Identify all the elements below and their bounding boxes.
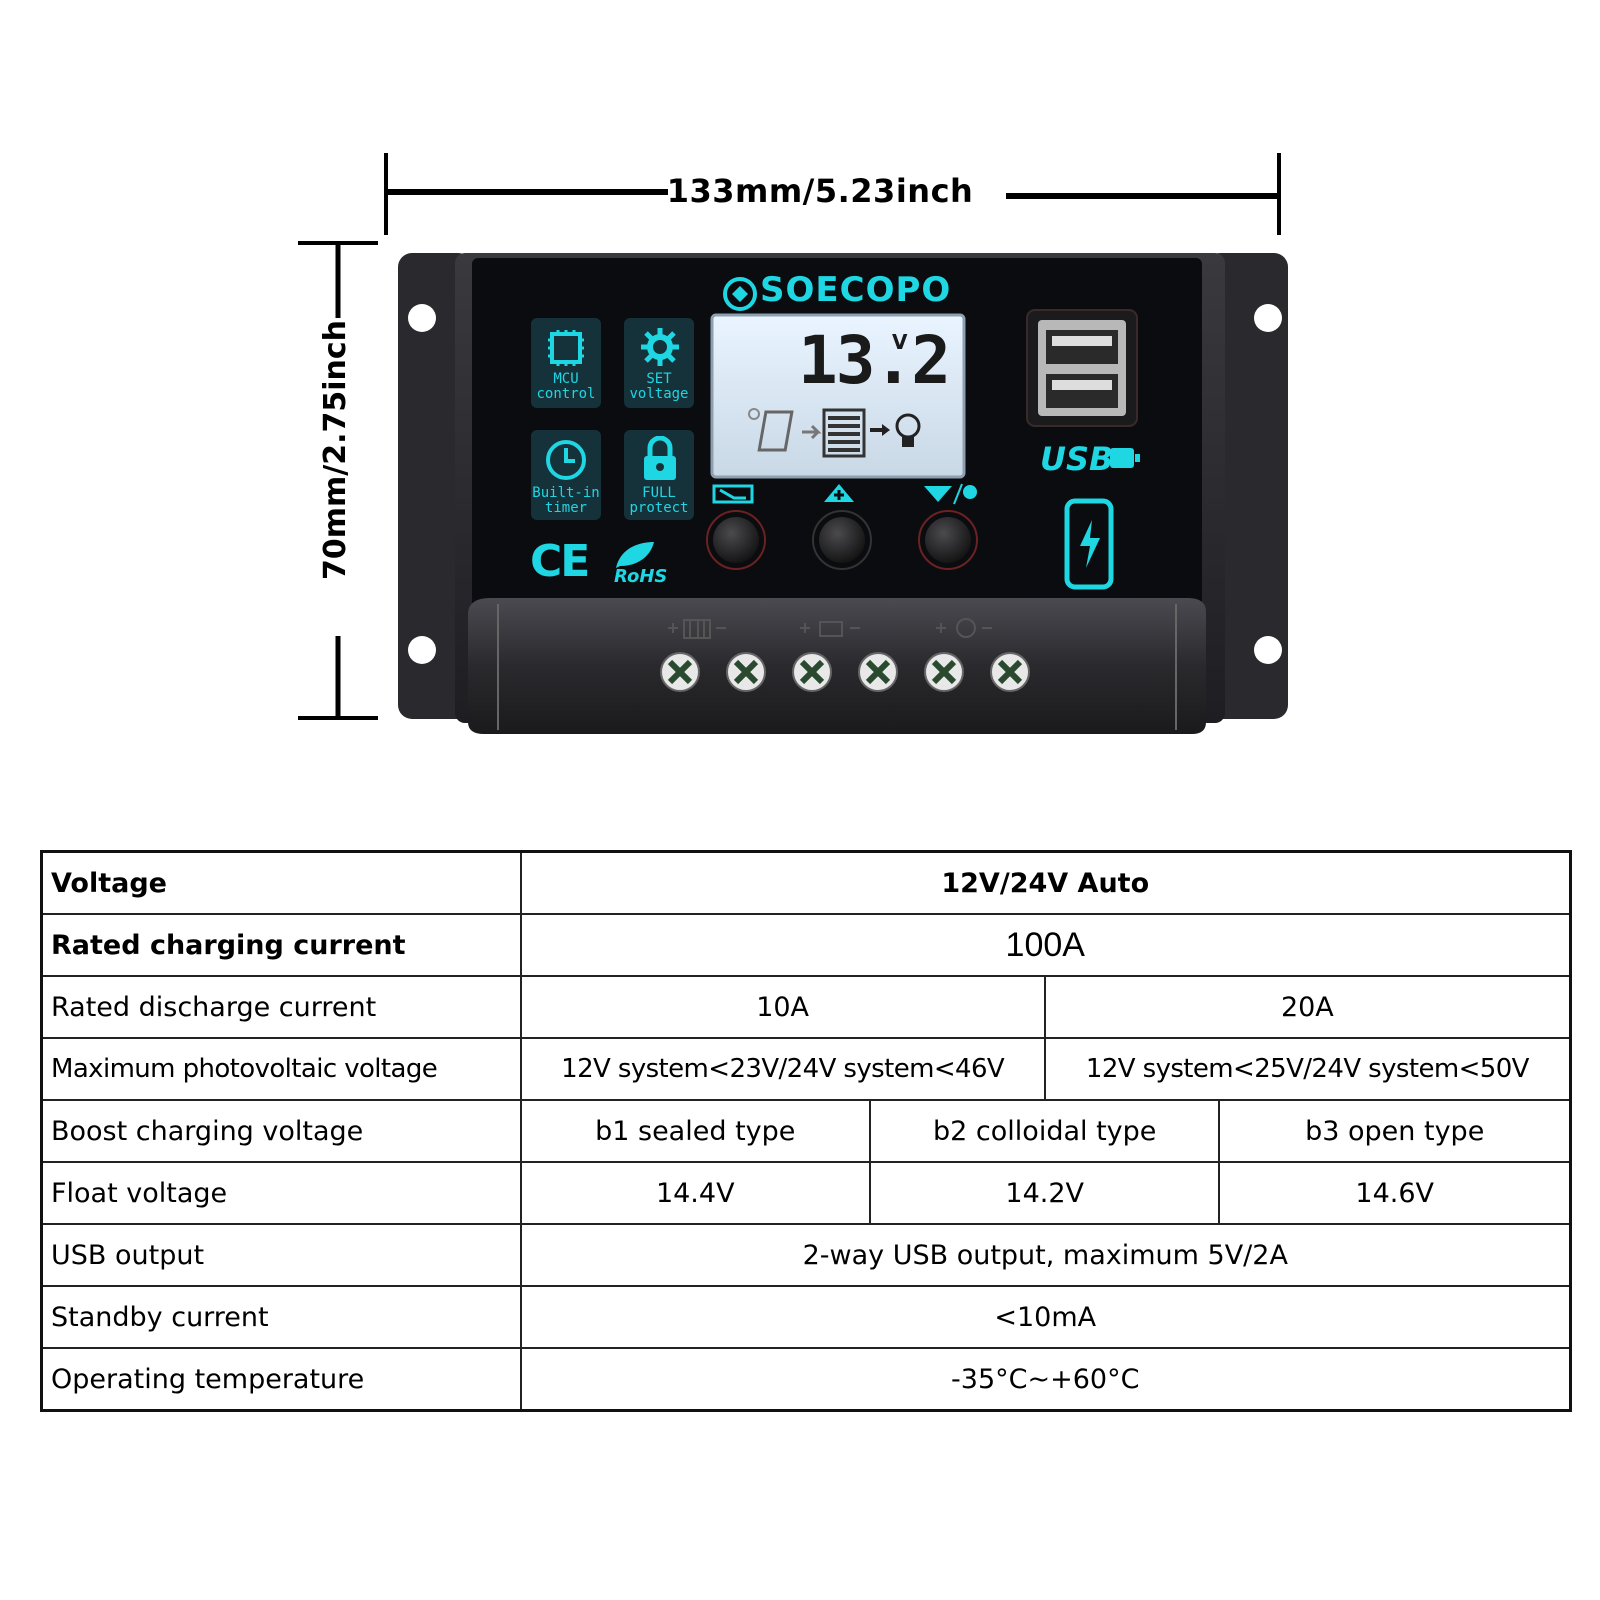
lcd-voltage-reading: 13.2 xyxy=(798,322,951,399)
table-row: Rated discharge current 10A 20A xyxy=(40,975,1572,1039)
spec-value-temperature: -35°C~+60°C xyxy=(519,1347,1572,1411)
spec-value-discharge-b: 20A xyxy=(1043,975,1572,1039)
lock-icon xyxy=(644,436,676,480)
spec-label-rated-discharge: Rated discharge current xyxy=(40,975,522,1039)
rohs-mark: RoHS xyxy=(614,566,668,587)
spec-label-float: Float voltage xyxy=(40,1161,522,1225)
menu-button[interactable] xyxy=(706,510,766,570)
table-row: Boost charging voltage b1 sealed type b2… xyxy=(40,1099,1572,1163)
spec-value-float-b3: 14.6V xyxy=(1218,1161,1572,1225)
brand-logo-icon xyxy=(723,277,757,311)
down-light-icon xyxy=(924,483,977,505)
table-row: USB output 2-way USB output, maximum 5V/… xyxy=(40,1223,1572,1287)
lcd-voltage-unit: V xyxy=(892,330,908,354)
spec-label-standby: Standby current xyxy=(40,1285,522,1349)
spec-value-max-pv-a: 12V system<23V/24V system<46V xyxy=(519,1037,1046,1101)
menu-icon xyxy=(712,484,754,504)
spec-value-rated-charging: 100A xyxy=(519,913,1572,977)
battery-icon xyxy=(1110,448,1140,468)
clock-icon xyxy=(546,440,586,480)
down-light-button[interactable] xyxy=(918,510,978,570)
leaf-icon xyxy=(616,542,654,568)
spec-value-max-pv-b: 12V system<25V/24V system<50V xyxy=(1043,1037,1572,1101)
spec-label-usb-output: USB output xyxy=(40,1223,522,1287)
spec-label-temperature: Operating temperature xyxy=(40,1347,522,1411)
table-row: Standby current <10mA xyxy=(40,1285,1572,1349)
chip-icon xyxy=(548,330,584,366)
spec-value-boost-b3: b3 open type xyxy=(1218,1099,1572,1163)
screw-terminals xyxy=(660,652,1030,692)
spec-label-voltage: Voltage xyxy=(40,850,522,915)
width-dimension-label: 133mm/5.23inch xyxy=(666,172,974,210)
phone-charging-icon xyxy=(1064,498,1114,590)
spec-value-boost-b1: b1 sealed type xyxy=(519,1099,871,1163)
table-row: Float voltage 14.4V 14.2V 14.6V xyxy=(40,1161,1572,1225)
up-button[interactable] xyxy=(812,510,872,570)
spec-value-voltage: 12V/24V Auto xyxy=(519,850,1572,915)
spec-label-max-pv: Maximum photovoltaic voltage xyxy=(40,1037,522,1101)
ce-mark: CE xyxy=(530,536,590,587)
spec-value-boost-b2: b2 colloidal type xyxy=(868,1099,1221,1163)
brand-name: SOECOPO xyxy=(760,270,952,310)
gear-icon xyxy=(641,328,679,366)
spec-value-float-b2: 14.2V xyxy=(868,1161,1221,1225)
spec-value-float-b1: 14.4V xyxy=(519,1161,871,1225)
terminal-labels xyxy=(668,618,992,639)
up-arrow-icon xyxy=(824,484,854,502)
spec-label-rated-charging: Rated charging current xyxy=(40,913,522,977)
table-row: Maximum photovoltaic voltage 12V system<… xyxy=(40,1037,1572,1101)
lcd-status-icons xyxy=(748,408,921,458)
table-row: Rated charging current 100A xyxy=(40,913,1572,977)
table-row: Voltage 12V/24V Auto xyxy=(40,850,1572,915)
table-row: Operating temperature -35°C~+60°C xyxy=(40,1347,1572,1411)
spec-label-boost: Boost charging voltage xyxy=(40,1099,522,1163)
specification-table: Voltage 12V/24V Auto Rated charging curr… xyxy=(40,850,1572,1412)
usb-label: USB xyxy=(1040,440,1114,478)
spec-value-discharge-a: 10A xyxy=(519,975,1046,1039)
spec-value-usb-output: 2-way USB output, maximum 5V/2A xyxy=(519,1223,1572,1287)
spec-value-standby: <10mA xyxy=(519,1285,1572,1349)
dimension-lines xyxy=(298,153,1281,720)
